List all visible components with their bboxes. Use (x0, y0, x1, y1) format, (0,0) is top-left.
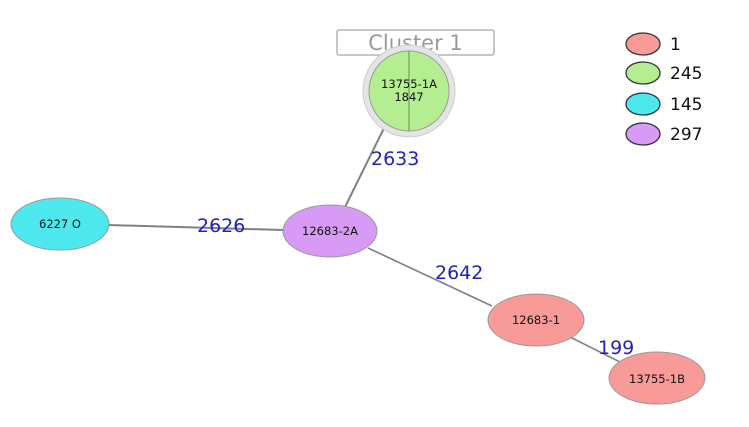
legend-label: 1 (670, 35, 681, 55)
legend-item-3: 145 (625, 92, 702, 116)
legend-swatch (625, 92, 661, 116)
node-fill (10, 197, 110, 251)
edges (107, 115, 621, 363)
edge-label-2642: 2642 (435, 262, 483, 284)
node-label: 6227 O (39, 217, 81, 231)
node-label: 13755-1B (629, 372, 685, 386)
edge-6227-O-12683-2A[interactable] (107, 224, 284, 231)
node-13755-1A[interactable]: 13755-1A 1847 (362, 44, 456, 138)
node-label-line1: 13755-1A (381, 77, 437, 91)
edge-12683-2A-12683-1[interactable] (367, 247, 493, 307)
node-13755-1B[interactable]: 13755-1B (608, 351, 706, 405)
legend-item-1: 1 (625, 32, 681, 56)
node-fill (282, 204, 378, 258)
node-label: 12683-2A (302, 224, 358, 238)
legend-item-4: 297 (625, 122, 702, 146)
legend-swatch (625, 32, 661, 56)
legend-item-2: 245 (625, 61, 702, 85)
legend-label: 297 (670, 125, 702, 145)
node-12683-2A[interactable]: 12683-2A (282, 204, 378, 258)
node-12683-1[interactable]: 12683-1 (487, 293, 585, 347)
legend: 1 245 145 297 (625, 32, 702, 146)
node-fill (487, 293, 585, 347)
edge-12683-1-13755-1B[interactable] (569, 336, 621, 363)
edge-label-199: 199 (598, 337, 634, 359)
legend-swatch (625, 61, 661, 85)
node-6227-O[interactable]: 6227 O (10, 197, 110, 251)
legend-swatch (625, 122, 661, 146)
edge-label-2633: 2633 (371, 148, 419, 170)
node-label: 12683-1 (512, 313, 560, 327)
node-fill (608, 351, 706, 405)
edge-13755-1A-12683-2A[interactable] (344, 115, 391, 208)
edge-label-2626: 2626 (197, 215, 245, 237)
legend-label: 145 (670, 95, 702, 115)
legend-label: 245 (670, 64, 702, 84)
node-label-line2: 1847 (394, 90, 423, 104)
